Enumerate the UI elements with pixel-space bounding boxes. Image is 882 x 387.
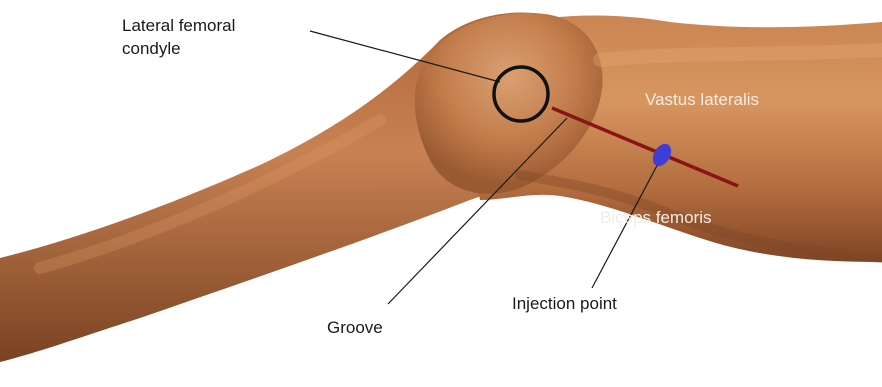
condyle-label: Lateral femoral condyle <box>122 14 235 60</box>
vastus-lateralis-label: Vastus lateralis <box>645 88 759 111</box>
condyle-label-line2: condyle <box>122 37 235 60</box>
skin-highlight <box>600 50 882 60</box>
groove-label: Groove <box>327 316 383 339</box>
condyle-label-line1: Lateral femoral <box>122 14 235 37</box>
biceps-femoris-label: Biceps femoris <box>600 206 711 229</box>
injection-point-label: Injection point <box>512 292 617 315</box>
